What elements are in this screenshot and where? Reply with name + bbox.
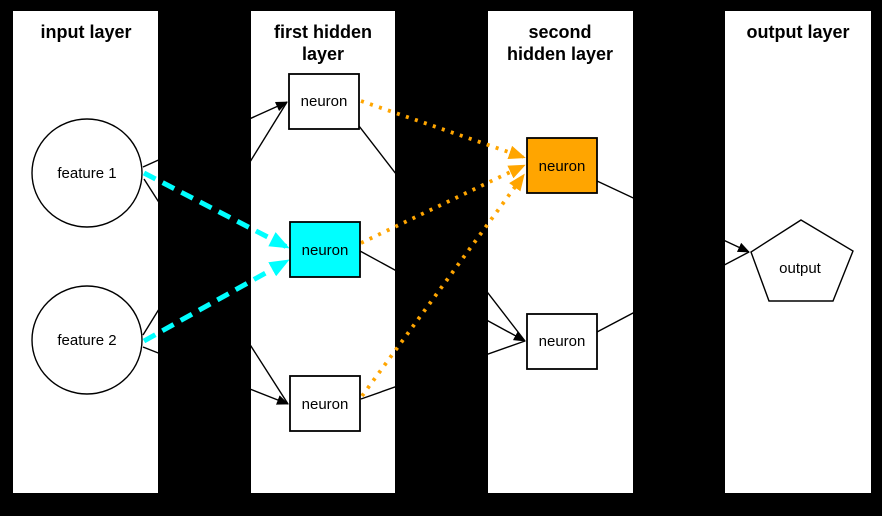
edge-h2bot-output	[596, 251, 750, 333]
title-first-hidden-layer-line1: first hidden	[274, 22, 372, 42]
edge-feature1-h1top	[142, 101, 288, 168]
edge-h1mid-h2top	[360, 164, 526, 245]
node-h1-bot	[289, 375, 361, 432]
edge-feature1-h1mid	[142, 170, 290, 250]
node-feature2	[31, 285, 143, 395]
edge-feature2-h1top	[142, 101, 288, 336]
edge-h1mid-h2bot	[359, 250, 526, 342]
node-h2-bot	[526, 313, 598, 370]
edge-h1bot-h2bot	[360, 340, 526, 400]
label-feature1: feature 1	[57, 165, 116, 182]
edge-feature2-h1mid	[142, 258, 290, 344]
edge-h1top-h2bot	[358, 125, 526, 342]
edge-h1top-h2top	[360, 99, 526, 160]
node-h1-top	[288, 73, 360, 130]
edge-feature2-h1bot	[142, 346, 289, 405]
panel-second-hidden-layer	[488, 11, 633, 493]
node-h2-top	[526, 137, 598, 194]
title-second-hidden-layer-line2: hidden layer	[507, 44, 613, 64]
title-first-hidden-layer-line2: layer	[302, 44, 344, 64]
label-feature2: feature 2	[57, 332, 116, 349]
label-h1-bot: neuron	[302, 396, 349, 413]
title-second-hidden-layer-line1: second	[528, 22, 591, 42]
edge-feature1-h1bot	[143, 178, 289, 405]
label-output: output	[779, 260, 822, 277]
title-input-layer: input layer	[40, 22, 131, 42]
node-feature1	[31, 118, 143, 228]
label-h1-top: neuron	[301, 93, 348, 110]
edge-h2top-output	[596, 180, 750, 253]
label-h2-top: neuron	[539, 158, 586, 175]
node-h1-mid	[289, 221, 361, 278]
label-h1-mid: neuron	[302, 242, 349, 259]
node-output	[750, 219, 854, 302]
label-h2-bot: neuron	[539, 333, 586, 350]
title-output-layer: output layer	[746, 22, 849, 42]
panel-input-layer	[13, 11, 158, 493]
